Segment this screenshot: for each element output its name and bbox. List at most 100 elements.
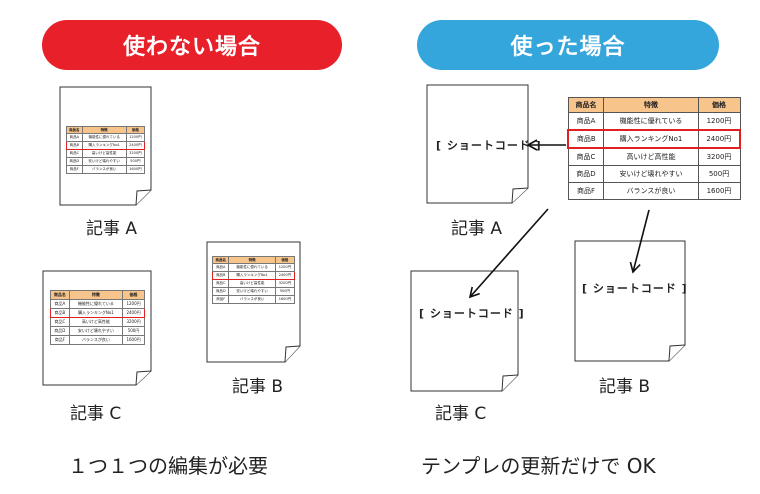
table-header-row: 商品名特徴価格 [211,256,296,264]
shortcode-article-a: [ ショートコード ] [436,139,542,152]
table-cell: 3200円 [122,317,145,327]
page-fold [135,370,152,386]
table-header-row: 商品名特徴価格 [66,126,146,134]
table-header-cell: 商品名 [567,97,605,113]
table-cell: 商品C [66,149,83,158]
without-title: 使わない場合 [122,35,261,60]
table-header-row: 商品名特徴価格 [50,290,145,300]
page-fold [284,345,301,363]
table-header-cell: 商品名 [66,126,83,134]
table-cell: バランスが良い [68,335,124,345]
table-cell: 商品D [66,157,83,166]
table-cell: 商品A [50,299,70,309]
table-cell: 1600円 [697,182,741,200]
with-title-badge: 使った場合 [417,20,719,70]
label-article-b-right: 記事 B [599,377,651,397]
table-cell: 500円 [274,287,296,296]
page-fold [135,189,152,206]
table-cell: バランスが良い [81,165,127,174]
table-cell: 安いけど壊れやすい [603,165,699,183]
label-article-c-left: 記事 C [70,404,122,424]
table-cell: 購入ランキングNo1 [228,271,276,280]
table-cell: 500円 [122,326,145,336]
page-fold [511,187,529,204]
table-cell: バランスが良い [228,295,276,304]
table-cell: 商品A [211,263,230,272]
table-header-cell: 価格 [122,290,145,300]
table-cell: 商品F [211,295,230,304]
table-cell: 安いけど壊れやすい [68,326,124,336]
table-header-cell: 特徴 [228,256,276,264]
table-cell: 機能性に優れている [603,112,699,131]
table-header-cell: 特徴 [68,290,124,300]
shortcode-article-c: [ ショートコード ] [419,307,525,320]
table-cell: 商品B [567,129,605,149]
table-header-cell: 価格 [125,126,146,134]
table-header-cell: 特徴 [603,97,699,113]
table-cell: 商品B [211,271,230,280]
table-cell: 高いけど高性能 [68,317,124,327]
table-cell: 商品A [66,133,83,142]
table-cell: 商品C [567,147,605,166]
table-cell: 機能性に優れている [228,263,276,272]
table-cell: 高いけど高性能 [228,279,276,288]
table-cell: 安いけど壊れやすい [81,157,127,166]
label-article-c-right: 記事 C [435,404,487,424]
table-cell: 2400円 [125,141,146,150]
table-header-cell: 商品名 [50,290,70,300]
table-cell: 3200円 [274,279,296,288]
table-cell: 機能性に優れている [68,299,124,309]
label-article-a-left: 記事 A [86,219,138,239]
table-cell: 高いけど高性能 [603,147,699,166]
arrow-to-article-c [468,208,549,299]
table-header-cell: 特徴 [81,126,127,134]
table-header-cell: 価格 [274,256,296,264]
table-header-row: 商品名特徴価格 [567,97,741,113]
table-cell: 購入ランキングNo1 [603,129,699,149]
table-cell: 高いけど高性能 [81,149,127,158]
table-cell: 3200円 [125,149,146,158]
table-cell: 1600円 [274,295,296,304]
table-cell: 商品F [567,182,605,200]
table-cell: 1200円 [125,133,146,142]
label-article-a-right: 記事 A [451,219,503,239]
table-cell: 商品F [66,165,83,174]
table-header-cell: 商品名 [211,256,230,264]
table-cell: 商品A [567,112,605,131]
table-cell: 機能性に優れている [81,133,127,142]
right-caption: テンプレの更新だけで OK [421,454,656,478]
without-title-badge: 使わない場合 [42,20,342,70]
with-title: 使った場合 [510,35,626,60]
table-cell: 商品D [50,326,70,336]
arrow-to-article-b [629,209,650,274]
shortcode-article-b: [ ショートコード ] [582,282,688,295]
page-fold [501,374,519,392]
table-cell: 安いけど壊れやすい [228,287,276,296]
page-article-c-right [410,270,519,392]
table-cell: 500円 [697,165,741,183]
table-cell: 購入ランキングNo1 [81,141,127,150]
table-cell: 商品F [50,335,70,345]
left-caption: １つ１つの編集が必要 [68,454,268,478]
table-cell: 2400円 [122,308,145,318]
table-cell: 1600円 [122,335,145,345]
table-cell: 購入ランキングNo1 [68,308,124,318]
table-cell: 1200円 [274,263,296,272]
label-article-b-left: 記事 B [232,377,284,397]
